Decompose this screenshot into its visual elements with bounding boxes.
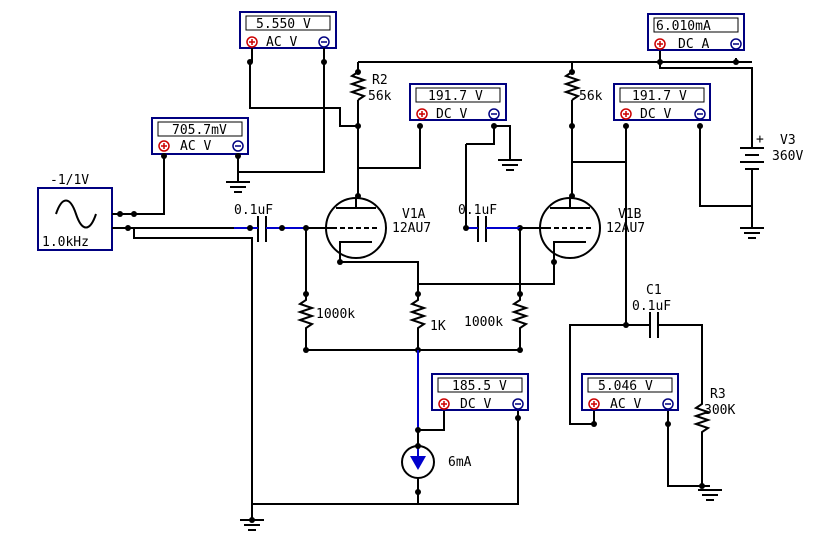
- c-input-value: 0.1uF: [234, 203, 273, 218]
- meter-6-value: 185.5 V: [452, 379, 507, 394]
- multimeter-2[interactable]: [151, 117, 249, 155]
- source-amplitude: -1/1V: [50, 173, 89, 188]
- multimeter-1[interactable]: [239, 11, 337, 49]
- meter-6-mode: DC V: [460, 397, 491, 412]
- battery-v3[interactable]: +: [740, 132, 764, 228]
- isrc-value: 6mA: [448, 455, 472, 470]
- r2-name: R2: [372, 73, 388, 88]
- meter-5-value: 6.010mA: [656, 19, 711, 34]
- svg-text:+: +: [756, 132, 764, 147]
- meter-3-mode: DC V: [436, 107, 467, 122]
- grid-a-value: 1000k: [316, 307, 355, 322]
- meter-1-value: 5.550 V: [256, 17, 311, 32]
- v3-value: 360V: [772, 149, 803, 164]
- v1a-name: V1A: [402, 207, 426, 222]
- plate-b-value: 56k: [579, 89, 603, 104]
- source-frequency: 1.0kHz: [42, 235, 89, 250]
- c-mid-value: 0.1uF: [458, 203, 497, 218]
- resistor-cathode[interactable]: [408, 288, 428, 432]
- meter-2-value: 705.7mV: [172, 123, 227, 138]
- current-source[interactable]: [401, 445, 435, 479]
- tube-v1a[interactable]: [306, 197, 387, 262]
- r3-value: 300K: [704, 403, 735, 418]
- multimeter-3[interactable]: [409, 83, 507, 121]
- grid-b-value: 1000k: [464, 315, 503, 330]
- meter-2-mode: AC V: [180, 139, 211, 154]
- resistor-grid-a[interactable]: [296, 294, 316, 350]
- meter-1-mode: AC V: [266, 35, 297, 50]
- tube-v1b[interactable]: [520, 197, 601, 262]
- cathode-value: 1K: [430, 319, 446, 334]
- r2-value: 56k: [368, 89, 392, 104]
- multimeter-4[interactable]: [613, 83, 711, 121]
- meter-7-mode: AC V: [610, 397, 641, 412]
- meter-4-mode: DC V: [640, 107, 671, 122]
- resistor-grid-b[interactable]: [510, 294, 530, 350]
- v3-name: V3: [780, 133, 796, 148]
- multimeter-6[interactable]: [431, 373, 529, 411]
- capacitor-c1[interactable]: [649, 312, 659, 338]
- meter-3-value: 191.7 V: [428, 89, 483, 104]
- v1a-type: 12AU7: [392, 221, 431, 236]
- resistor-r3[interactable]: [692, 394, 712, 486]
- meter-4-value: 191.7 V: [632, 89, 687, 104]
- meter-7-value: 5.046 V: [598, 379, 653, 394]
- capacitor-coupling[interactable]: [465, 126, 520, 242]
- c1-value: 0.1uF: [632, 299, 671, 314]
- function-generator[interactable]: [37, 187, 113, 251]
- ground-m3: [498, 159, 522, 171]
- r3-name: R3: [710, 387, 726, 402]
- ground-v3: [740, 227, 764, 239]
- meter-5-mode: DC A: [678, 37, 709, 52]
- v1b-type: 12AU7: [606, 221, 645, 236]
- ground-r3: [698, 489, 722, 501]
- c1-name: C1: [646, 283, 662, 298]
- v1b-name: V1B: [618, 207, 642, 222]
- multimeter-7[interactable]: [581, 373, 679, 411]
- ground-m1: [226, 181, 250, 193]
- multimeter-5[interactable]: [647, 13, 745, 51]
